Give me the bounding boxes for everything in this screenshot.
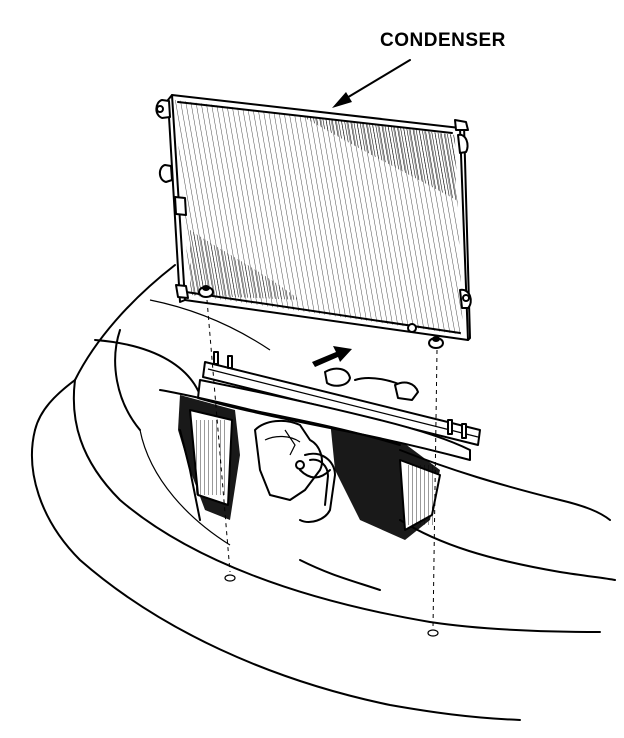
callout-leader (332, 59, 411, 108)
alignment-guides (206, 299, 439, 637)
condenser (155, 94, 472, 349)
mounting-cushion-left (198, 285, 214, 298)
engine-bay (178, 367, 441, 540)
front-bumper (31, 264, 616, 721)
condenser-label: CONDENSER (380, 30, 506, 51)
radiator-support (159, 351, 481, 461)
mounting-cushion-right (428, 336, 444, 349)
direction-arrow (312, 346, 352, 367)
